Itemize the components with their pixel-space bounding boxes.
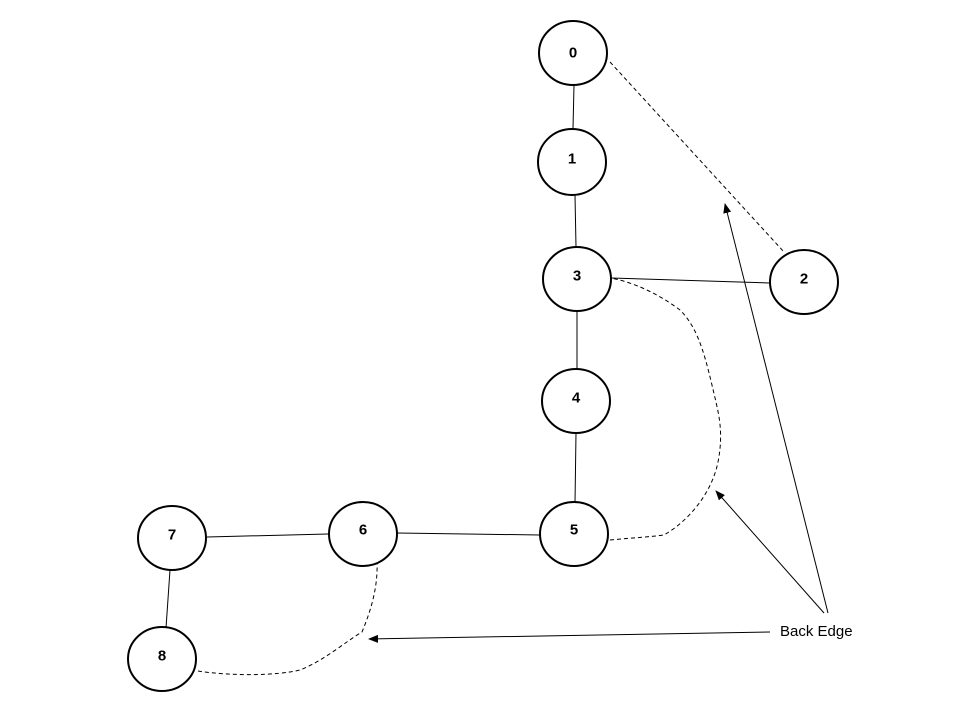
back-edge-8-6: [197, 561, 378, 676]
pointer-arrow-back-edge-8-6: [368, 631, 771, 643]
node-0-label: 0: [569, 45, 577, 62]
edge-4-5: [574, 432, 577, 504]
node-6-label: 6: [359, 522, 367, 539]
node-8: 8: [127, 626, 197, 692]
node-0-circle: [538, 20, 608, 86]
edge-5-6: [396, 532, 541, 536]
node-5: 5: [539, 501, 609, 567]
node-3-label: 3: [573, 268, 581, 285]
node-1-label: 1: [568, 151, 576, 168]
annotation-pointers: [368, 203, 829, 643]
pointer-arrow-back-edge-5-3: [715, 490, 825, 614]
node-5-circle: [539, 501, 609, 567]
edge-3-2: [610, 277, 771, 284]
node-3: 3: [542, 246, 612, 312]
node-1-circle: [537, 128, 607, 196]
tree-edges: [165, 84, 771, 629]
node-2-label: 2: [800, 271, 808, 288]
node-1: 1: [537, 128, 607, 196]
edge-7-8: [165, 569, 171, 629]
node-6: 6: [328, 501, 398, 567]
node-4-label: 4: [572, 390, 581, 407]
node-7-circle: [137, 505, 207, 571]
node-2: 2: [769, 249, 839, 315]
node-7: 7: [137, 505, 207, 571]
node-4: 4: [541, 368, 611, 434]
node-6-circle: [328, 501, 398, 567]
node-8-circle: [127, 626, 197, 692]
edge-0-1: [572, 84, 575, 130]
back-edges: [197, 61, 785, 676]
edge-1-3: [574, 194, 577, 248]
back-edge-5-3: [609, 277, 722, 541]
back-edge-2-0: [609, 61, 785, 253]
node-5-label: 5: [570, 522, 578, 539]
node-7-label: 7: [168, 527, 176, 544]
node-2-circle: [769, 249, 839, 315]
node-0: 0: [538, 20, 608, 86]
edge-6-7: [206, 533, 329, 538]
pointer-arrow-back-edge-2-0: [723, 203, 829, 614]
node-4-circle: [541, 368, 611, 434]
node-3-circle: [542, 246, 612, 312]
back-edge-annotation-label: Back Edge: [780, 623, 853, 640]
node-8-label: 8: [158, 648, 166, 665]
